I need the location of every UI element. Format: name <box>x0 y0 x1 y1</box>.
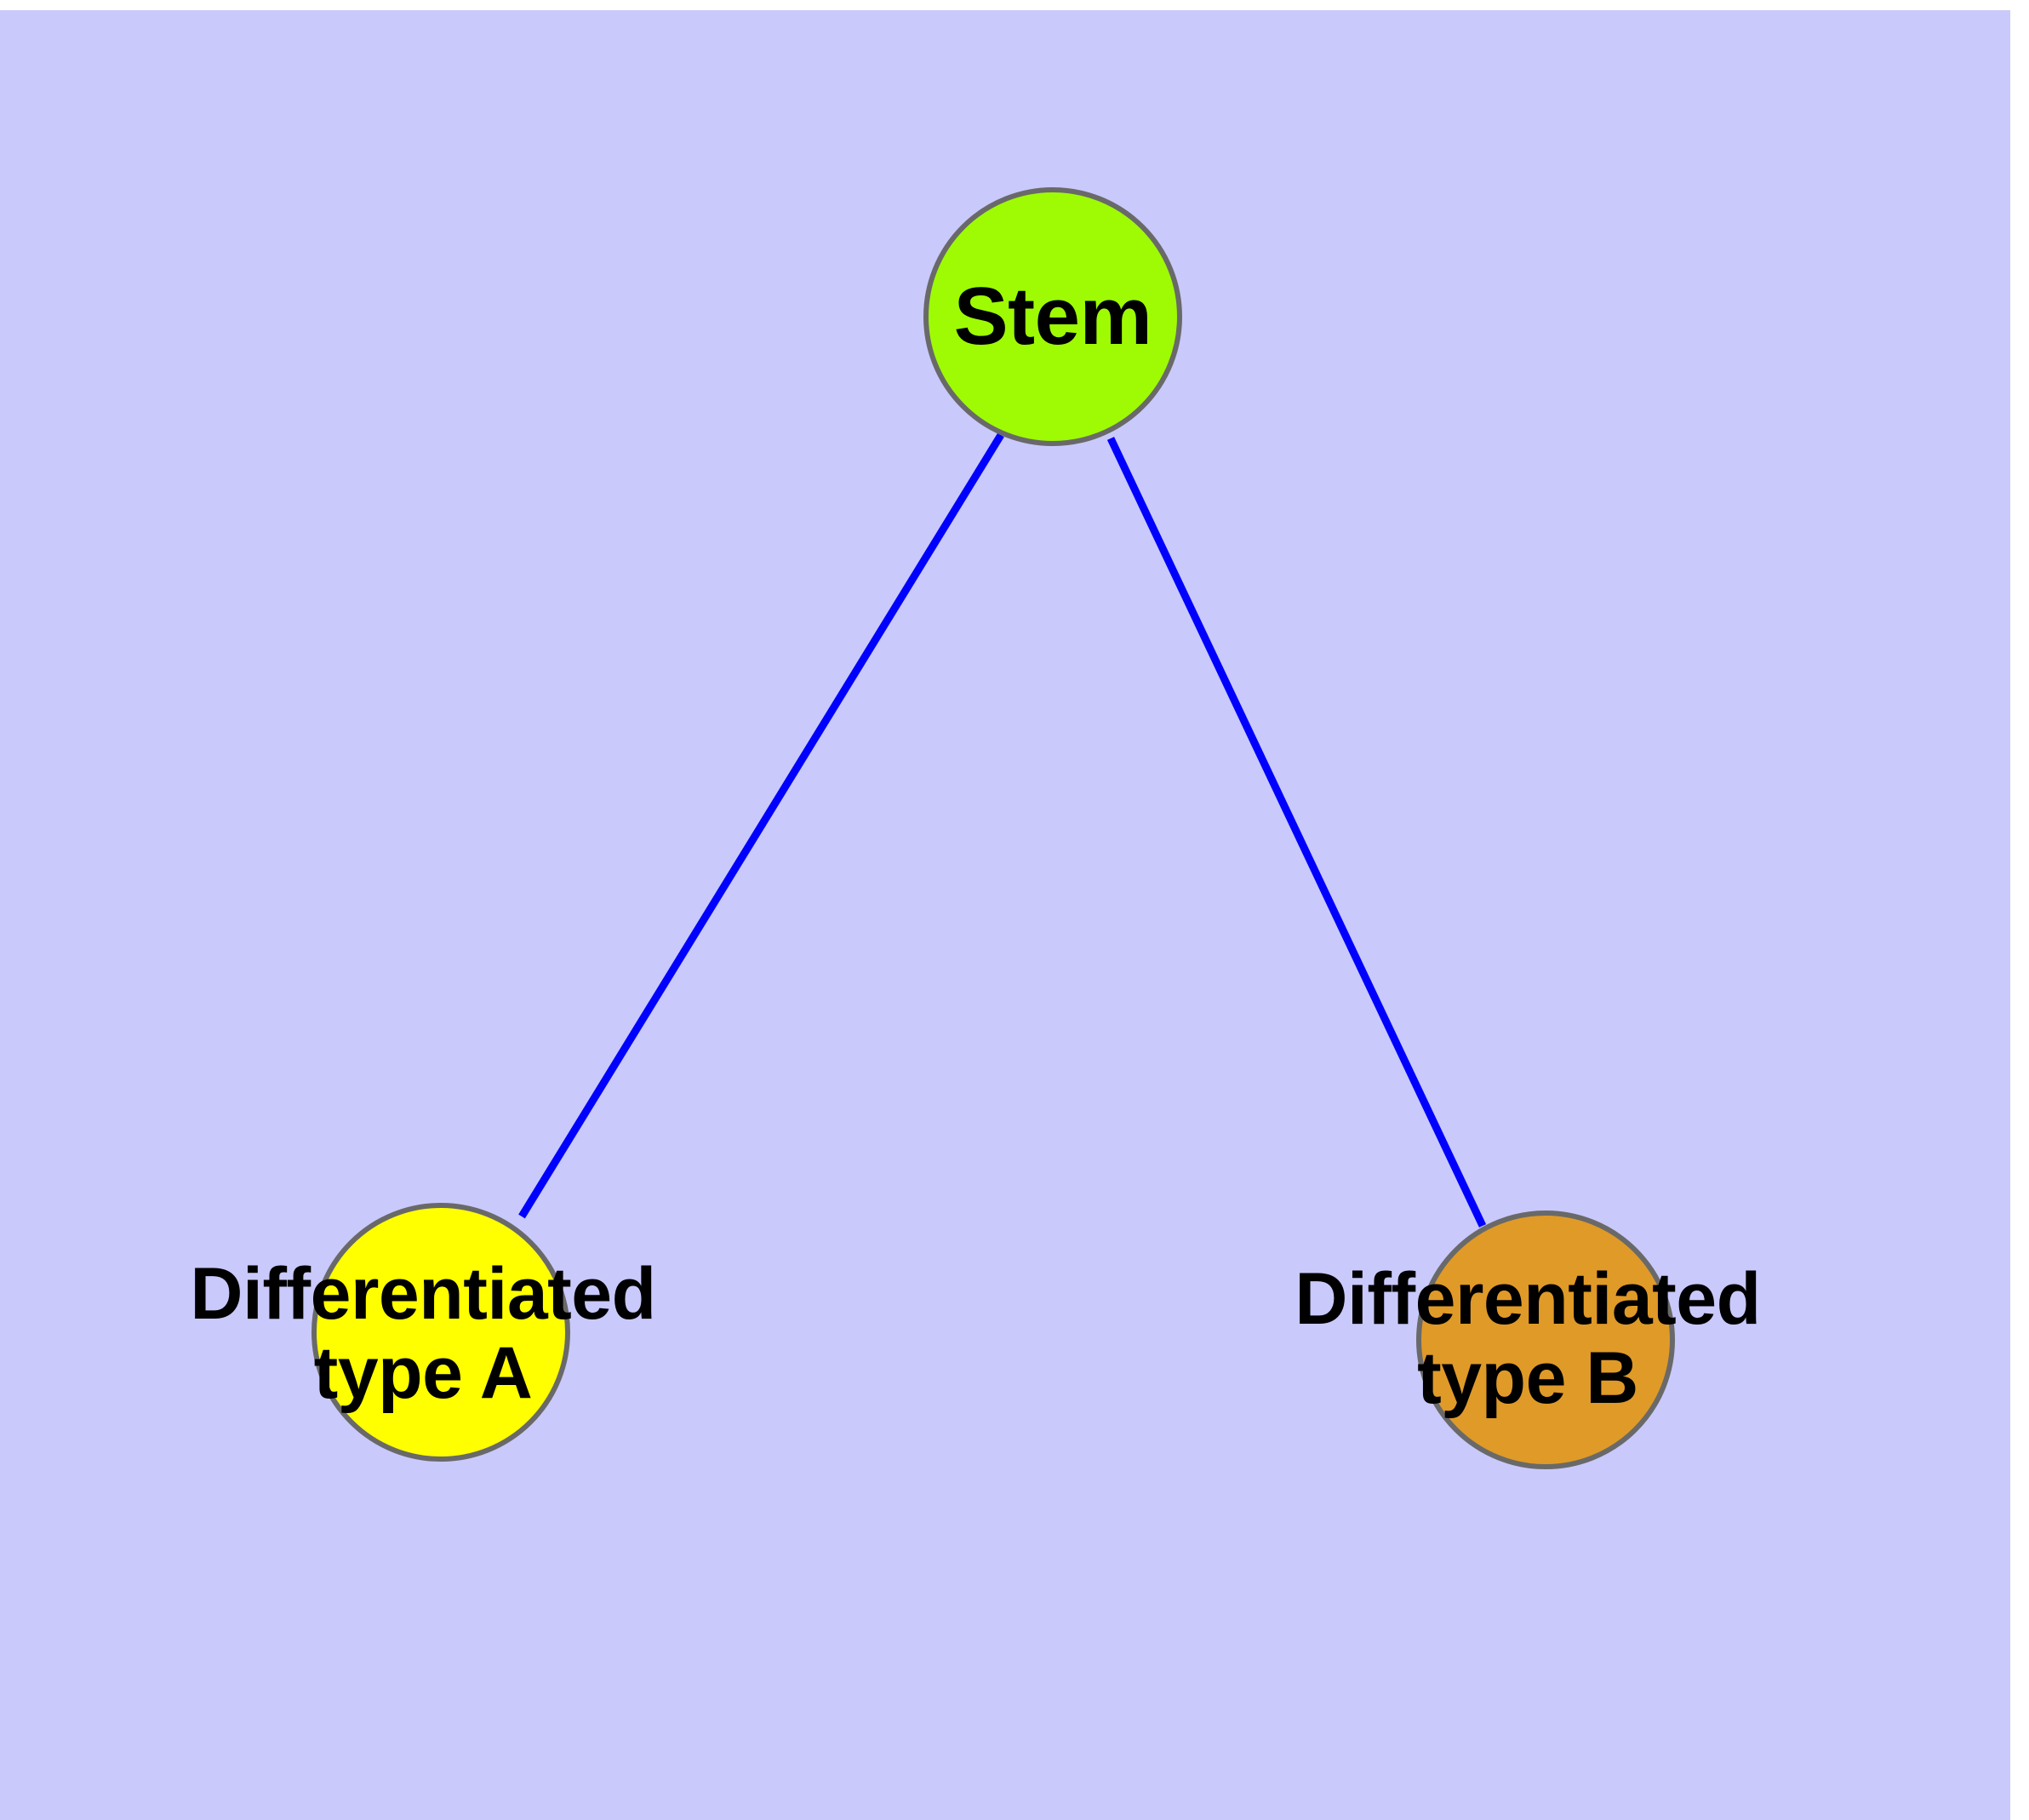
node-stem[interactable] <box>923 187 1182 446</box>
node-differentiated-type-b[interactable] <box>1416 1210 1675 1469</box>
edge-stem-to-diff-b <box>1106 437 1487 1228</box>
edge-stem-to-diff-a <box>518 432 1004 1219</box>
node-differentiated-type-a[interactable] <box>311 1203 570 1462</box>
node-layer <box>311 187 1675 1469</box>
edge-layer <box>518 432 1487 1228</box>
